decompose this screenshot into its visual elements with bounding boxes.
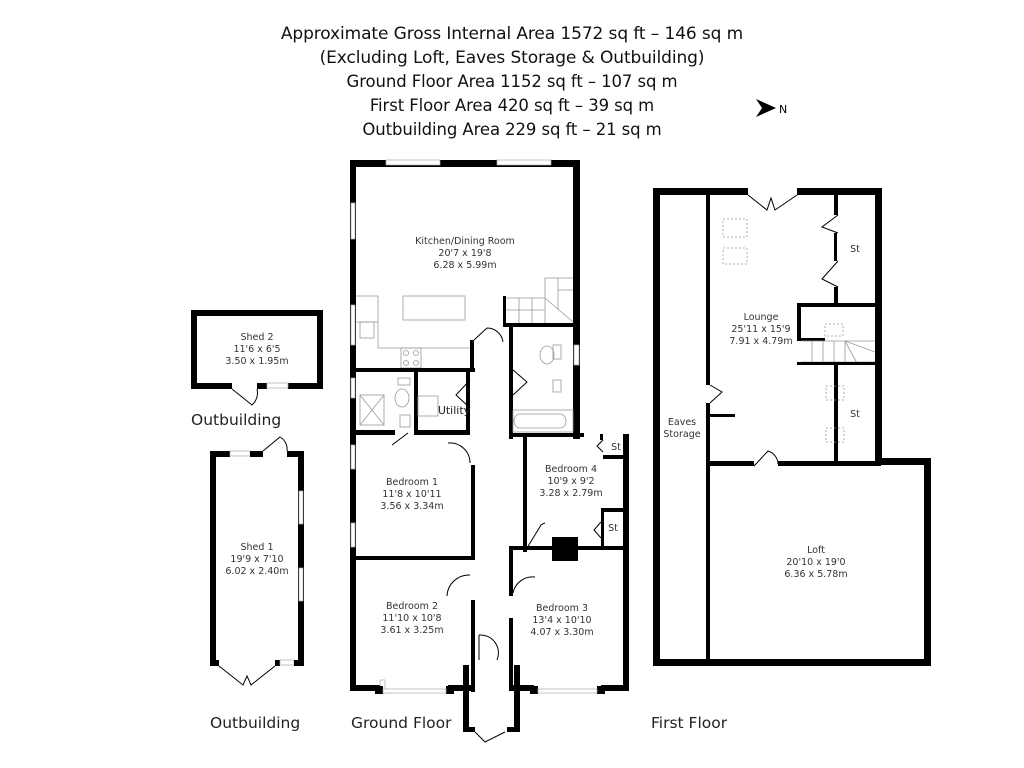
room-dims-loft-imperial: 20'10 x 19'0 <box>786 557 845 568</box>
room-dims-kitchen-metric: 6.28 x 5.99m <box>433 260 496 271</box>
room-label-shed1: Shed 1 <box>241 542 274 553</box>
room-label-store-a: St <box>850 244 860 255</box>
room-dims-kitchen-imperial: 20'7 x 19'8 <box>438 248 491 259</box>
room-label-bedroom3: Bedroom 3 <box>536 603 588 614</box>
first-floor-area-line: First Floor Area 420 sq ft – 39 sq m <box>369 96 655 115</box>
outbuilding-label-bottom: Outbuilding <box>210 714 300 732</box>
gross-area-line: Approximate Gross Internal Area 1572 sq … <box>280 24 744 44</box>
room-dims-bedroom1-metric: 3.56 x 3.34m <box>380 501 443 512</box>
north-arrow-icon: N <box>756 99 787 117</box>
room-label-bedroom2: Bedroom 2 <box>386 601 438 612</box>
room-dims-shed2-imperial: 11'6 x 6'5 <box>233 344 280 355</box>
room-dims-bedroom1-imperial: 11'8 x 10'11 <box>382 489 441 500</box>
room-dims-bedroom2-metric: 3.61 x 3.25m <box>380 625 443 636</box>
outbuilding-plan: Shed 2 11'6 x 6'5 3.50 x 1.95m Shed 1 19… <box>191 310 323 686</box>
room-dims-bedroom4-imperial: 10'9 x 9'2 <box>547 476 594 487</box>
room-label-bedroom4: Bedroom 4 <box>545 464 597 475</box>
area-summary: Approximate Gross Internal Area 1572 sq … <box>0 22 1024 142</box>
room-dims-bedroom4-metric: 3.28 x 2.79m <box>539 488 602 499</box>
room-dims-loft-metric: 6.36 x 5.78m <box>784 569 847 580</box>
room-label-kitchen: Kitchen/Dining Room <box>415 236 515 247</box>
outbuilding-label-top: Outbuilding <box>191 411 281 429</box>
first-floor-label: First Floor <box>651 714 728 732</box>
outbuilding-area-line: Outbuilding Area 229 sq ft – 21 sq m <box>362 120 662 139</box>
room-dims-lounge-imperial: 25'11 x 15'9 <box>731 324 790 335</box>
room-dims-bedroom2-imperial: 11'10 x 10'8 <box>382 613 441 624</box>
ground-floor-label: Ground Floor <box>351 714 452 732</box>
room-dims-shed1-imperial: 19'9 x 7'10 <box>230 554 283 565</box>
room-label-bedroom1: Bedroom 1 <box>386 477 438 488</box>
room-label-store-b: St <box>850 409 860 420</box>
ground-floor-area-line: Ground Floor Area 1152 sq ft – 107 sq m <box>346 72 678 91</box>
room-label-shed2: Shed 2 <box>241 332 274 343</box>
first-floor-plan: Lounge 25'11 x 15'9 7.91 x 4.79m Eaves S… <box>653 188 931 666</box>
room-dims-bedroom3-metric: 4.07 x 3.30m <box>530 627 593 638</box>
room-label-eaves-2: Storage <box>663 429 700 440</box>
exclusion-line: (Excluding Loft, Eaves Storage & Outbuil… <box>319 48 705 68</box>
room-dims-shed1-metric: 6.02 x 2.40m <box>225 566 288 577</box>
room-dims-bedroom3-imperial: 13'4 x 10'10 <box>532 615 591 626</box>
room-label-utility: Utility <box>438 404 471 417</box>
room-label-store-a: St <box>611 442 621 453</box>
room-label-store-b: St <box>608 523 618 534</box>
room-dims-shed2-metric: 3.50 x 1.95m <box>225 356 288 367</box>
room-dims-lounge-metric: 7.91 x 4.79m <box>729 336 792 347</box>
room-label-lounge: Lounge <box>744 312 779 323</box>
ground-floor-plan: Utility Kitchen/Dining Room 20'7 x 19'8 … <box>350 159 629 743</box>
room-label-eaves: Eaves <box>668 417 696 428</box>
room-label-loft: Loft <box>807 545 825 556</box>
compass-label: N <box>779 103 787 116</box>
